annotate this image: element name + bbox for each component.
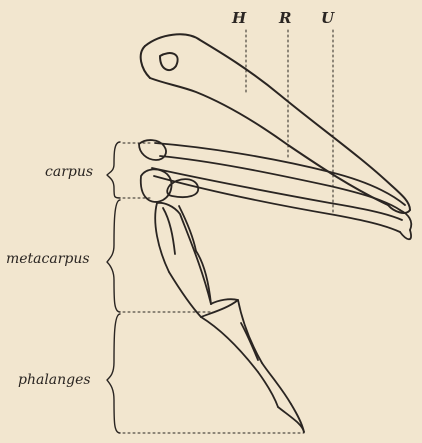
humerus-bone [141, 34, 410, 213]
phalanges-label: phalanges [18, 372, 91, 388]
humerus-label: H [232, 9, 246, 27]
metacarpus-bones [155, 203, 211, 317]
metacarpus-label: metacarpus [6, 251, 90, 267]
radius-label: R [279, 9, 291, 27]
label-guides [123, 30, 333, 433]
phalanges-bones [201, 299, 304, 432]
region-braces [107, 142, 120, 433]
radius-ulna-bones [152, 143, 411, 239]
carpus-label: carpus [45, 164, 93, 180]
ulna-label: U [321, 9, 334, 27]
